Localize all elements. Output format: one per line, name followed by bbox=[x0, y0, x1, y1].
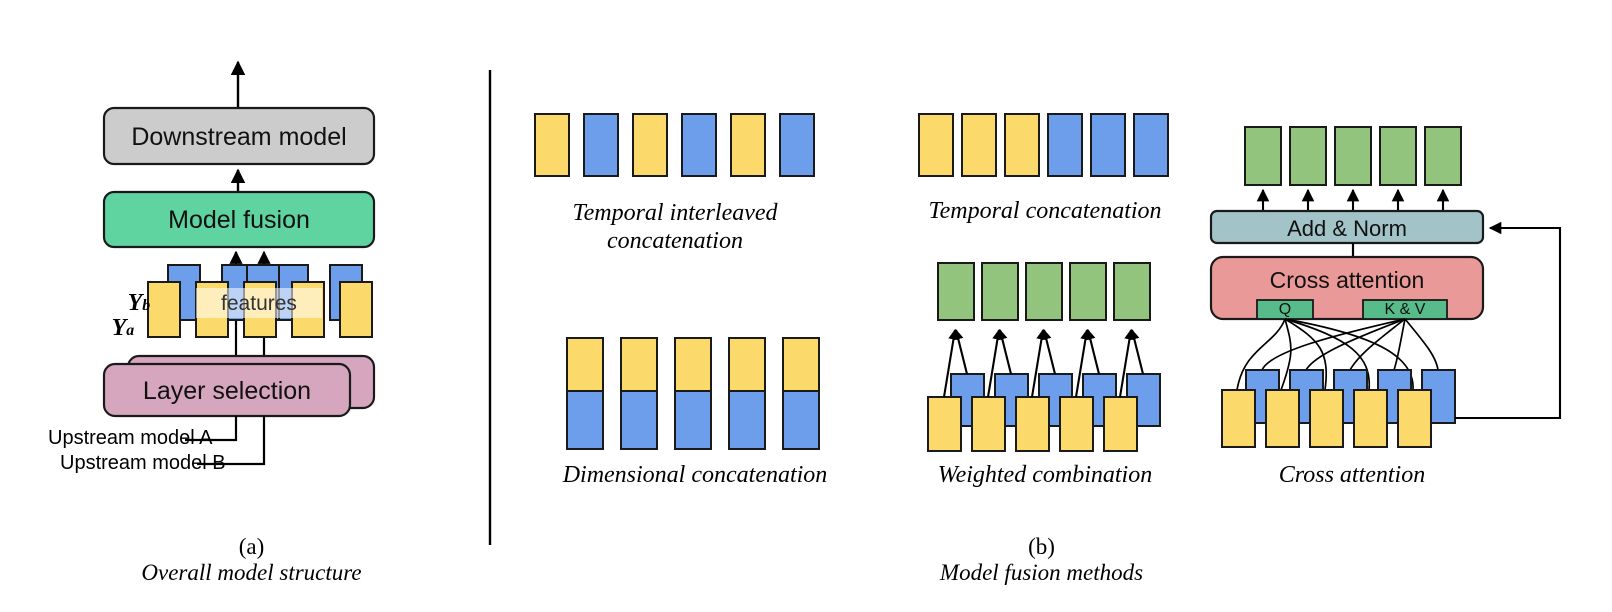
model-fusion-label: Model fusion bbox=[168, 206, 310, 234]
kv-label: K & V bbox=[1384, 301, 1426, 318]
series-b-base: Y bbox=[127, 290, 143, 316]
add-norm-box bbox=[1209, 209, 1485, 245]
dimensional-concat-blocks bbox=[566, 337, 820, 450]
temporal-interleaved-blocks bbox=[534, 113, 815, 177]
panel-a-diagram bbox=[102, 60, 376, 466]
q-label: Q bbox=[1278, 301, 1292, 318]
panel-b-caption-prefix: (b) bbox=[1028, 534, 1055, 559]
cross-attention-group bbox=[1209, 126, 1562, 448]
downstream-model-box bbox=[102, 106, 376, 166]
temporal-interleaved-caption-line1: Temporal interleaved bbox=[572, 200, 778, 226]
add-norm-label: Add & Norm bbox=[1287, 216, 1407, 241]
upstream-model-b-label: Upstream model B bbox=[60, 452, 226, 474]
temporal-concat-caption: Temporal concatenation bbox=[928, 198, 1162, 224]
series-a-base: Y bbox=[111, 315, 127, 341]
cross-attention-caption: Cross attention bbox=[1278, 462, 1426, 488]
upstream-model-a-label: Upstream model A bbox=[48, 427, 213, 449]
features-label: features bbox=[221, 292, 297, 315]
layer-selection-box bbox=[102, 362, 352, 418]
dimensional-concat-caption: Dimensional concatenation bbox=[562, 462, 828, 488]
panel-a-caption: (a) Overall model structure bbox=[60, 508, 420, 612]
model-fusion-box bbox=[102, 190, 376, 249]
figure-canvas bbox=[102, 60, 1562, 545]
temporal-interleaved-caption-line2: concatenation bbox=[607, 228, 743, 254]
series-b-label: Yb bbox=[104, 263, 151, 344]
series-a-label: Ya bbox=[88, 288, 135, 369]
series-a-sub: a bbox=[126, 322, 135, 339]
panel-b-caption: (b) Model fusion methods bbox=[820, 508, 1240, 612]
weighted-combination-caption: Weighted combination bbox=[937, 462, 1153, 488]
weighted-combination-group bbox=[927, 262, 1161, 452]
cross-attention-box-label: Cross attention bbox=[1269, 267, 1425, 293]
figure-root: Downstream model Model fusion Layer sele… bbox=[48, 60, 1562, 585]
layer-selection-label: Layer selection bbox=[142, 377, 312, 405]
panel-a-caption-prefix: (a) bbox=[238, 534, 265, 559]
panel-b-caption-text: Model fusion methods bbox=[939, 560, 1144, 585]
downstream-model-label: Downstream model bbox=[131, 123, 347, 151]
panel-a-caption-text: Overall model structure bbox=[141, 560, 362, 585]
features-highlight bbox=[196, 288, 322, 318]
residual-connection bbox=[1455, 221, 1562, 420]
series-b-sub: b bbox=[142, 297, 151, 314]
temporal-concat-blocks bbox=[918, 113, 1169, 177]
